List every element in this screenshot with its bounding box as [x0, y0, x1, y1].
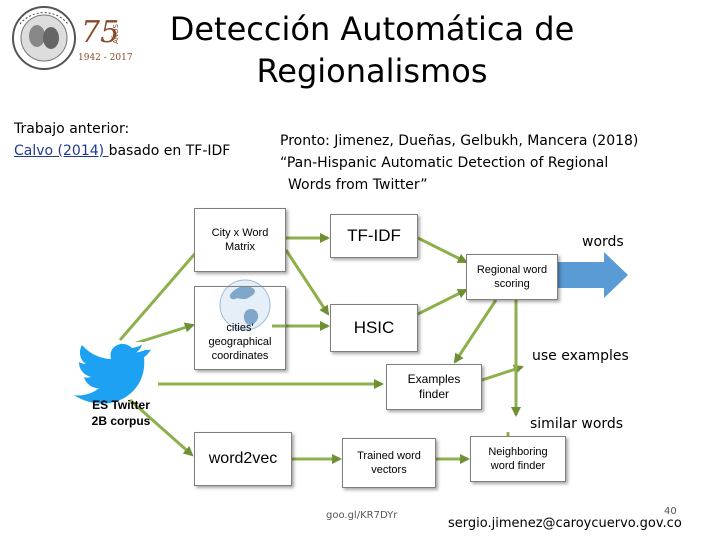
arrow-tfidf-to-scoring [417, 236, 468, 264]
hsic-box: HSIC [330, 304, 418, 352]
arrow-matrix-to-hsic [284, 249, 330, 316]
arrow-hsic-to-scoring [417, 288, 468, 316]
output-similar-words: similar words [530, 416, 624, 432]
logo-years-word: AÑOS [111, 23, 120, 44]
previous-work: Trabajo anterior: Calvo (2014) basado en… [14, 118, 264, 162]
words-output-arrow [556, 252, 628, 298]
arrow-scoring-to-examples [453, 299, 498, 364]
arrow-corpus-to-matrix [118, 240, 207, 341]
logo-dates: 1942 - 2017 [78, 53, 133, 63]
logo-years: 75 [81, 15, 119, 50]
previous-work-label: Trabajo anterior: [14, 121, 130, 137]
contact-email[interactable]: sergio.jimenez@caroycuervo.gov.co [448, 516, 682, 531]
short-url[interactable]: goo.gl/KR7DYr [326, 510, 398, 521]
tfidf-box: TF-IDF [330, 214, 418, 258]
upcoming-line-2: “Pan-Hispanic Automatic Detection of Reg… [280, 155, 609, 171]
word2vec-box: word2vec [194, 432, 292, 486]
output-use-examples: use examples [532, 348, 629, 364]
upcoming-paper: Pronto: Jimenez, Dueñas, Gelbukh, Mancer… [280, 130, 700, 196]
output-words: words [582, 234, 624, 250]
globe-icon [219, 279, 271, 331]
cities-coordinates-box: cities' geographical coordinates [194, 286, 286, 370]
upcoming-line-1: Pronto: Jimenez, Dueñas, Gelbukh, Mancer… [280, 133, 639, 149]
upcoming-line-3: Words from Twitter” [288, 177, 428, 193]
arrow-corpus-to-coords [129, 322, 195, 347]
previous-work-rest: basado en TF-IDF [108, 143, 231, 159]
arrow-corpus-to-word2vec [129, 398, 194, 457]
calvo-2014-link[interactable]: Calvo (2014) [14, 143, 109, 159]
seal-logo-icon: 75 AÑOS 1942 - 2017 [12, 6, 133, 70]
previous-work-line: Calvo (2014) basado en TF-IDF [14, 140, 264, 162]
page-number: 40 [664, 506, 677, 517]
twitter-bird-icon [74, 342, 158, 404]
slide-title: Detección Automática de Regionalismos [169, 10, 575, 90]
